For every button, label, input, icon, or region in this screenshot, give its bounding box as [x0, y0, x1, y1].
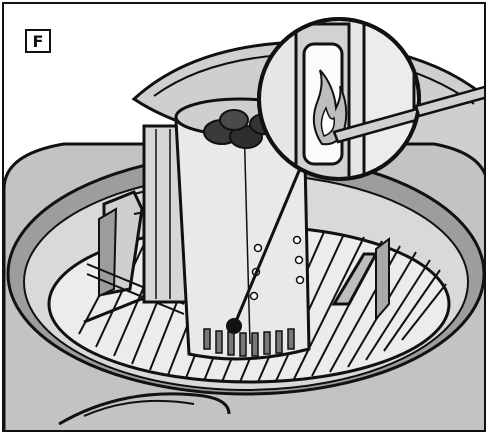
callout-pointer [226, 158, 306, 334]
chimney-handle [86, 124, 215, 315]
charcoal-briquettes [203, 109, 279, 149]
lighting-stick [332, 105, 417, 144]
step-label: F [25, 29, 51, 53]
kettle-handle [58, 392, 231, 426]
grill-illustration [4, 17, 484, 430]
instruction-figure: F [2, 2, 486, 432]
zoom-callout [257, 17, 484, 181]
